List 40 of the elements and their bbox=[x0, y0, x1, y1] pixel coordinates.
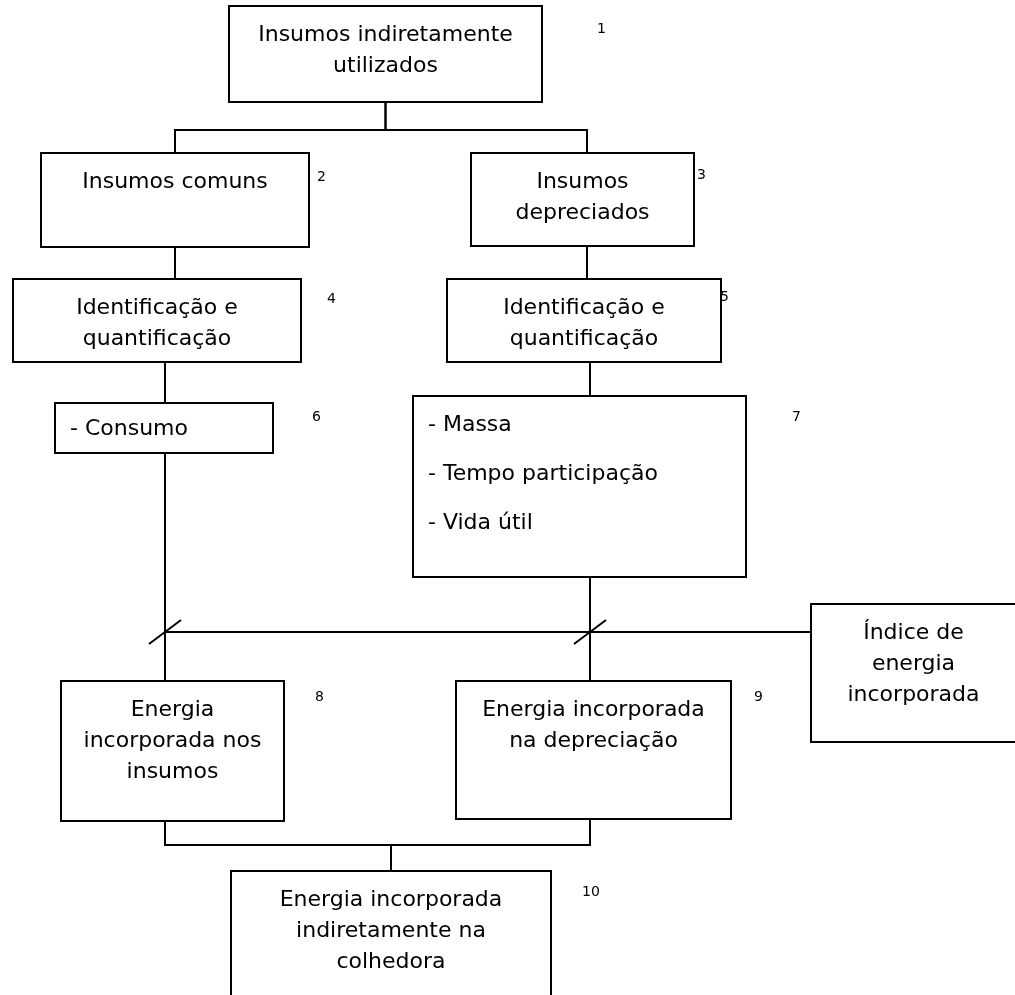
step-number: 7 bbox=[792, 408, 801, 424]
process-box bbox=[455, 680, 732, 820]
process-box bbox=[60, 680, 285, 822]
step-number: 2 bbox=[317, 168, 326, 184]
box-label: Identificação e quantificação bbox=[75, 293, 239, 352]
process-box bbox=[810, 603, 1015, 743]
step-number: 6 bbox=[312, 408, 321, 424]
connector-line bbox=[589, 362, 591, 396]
box-label: Energia incorporada nos insumos bbox=[82, 695, 263, 785]
box-label: Energia incorporada indiretamente na colhedora bbox=[278, 885, 504, 975]
box-label: Insumos depreciados bbox=[514, 167, 651, 226]
connector-line bbox=[589, 631, 811, 681]
process-box bbox=[412, 395, 747, 578]
step-number: 1 bbox=[597, 20, 606, 36]
box-label: - Massa bbox=[427, 410, 513, 438]
step-number: 10 bbox=[582, 883, 600, 899]
step-number: 8 bbox=[315, 688, 324, 704]
process-box bbox=[12, 278, 302, 363]
connector-line bbox=[390, 819, 591, 871]
process-box bbox=[228, 5, 543, 103]
box-label: Energia incorporada na depreciação bbox=[481, 695, 706, 754]
process-box bbox=[54, 402, 274, 454]
process-box bbox=[446, 278, 722, 363]
box-label: - Tempo participação bbox=[427, 458, 659, 487]
connector-line bbox=[384, 102, 588, 153]
box-label: - Consumo bbox=[69, 413, 189, 442]
connector-line bbox=[164, 362, 166, 403]
box-label: Índice de energia incorporada bbox=[846, 618, 981, 708]
box-label: - Vida útil bbox=[427, 507, 534, 536]
process-box bbox=[40, 152, 310, 248]
step-number: 4 bbox=[327, 290, 336, 306]
process-box bbox=[230, 870, 552, 995]
connector-line bbox=[174, 247, 176, 279]
connector-line bbox=[586, 246, 588, 279]
box-label: Insumos indiretamente utilizados bbox=[257, 20, 514, 79]
step-number: 3 bbox=[697, 166, 706, 182]
process-box bbox=[470, 152, 695, 247]
box-label: Identificação e quantificação bbox=[502, 293, 666, 352]
step-number: 9 bbox=[754, 688, 763, 704]
box-label: Insumos comuns bbox=[81, 167, 269, 195]
